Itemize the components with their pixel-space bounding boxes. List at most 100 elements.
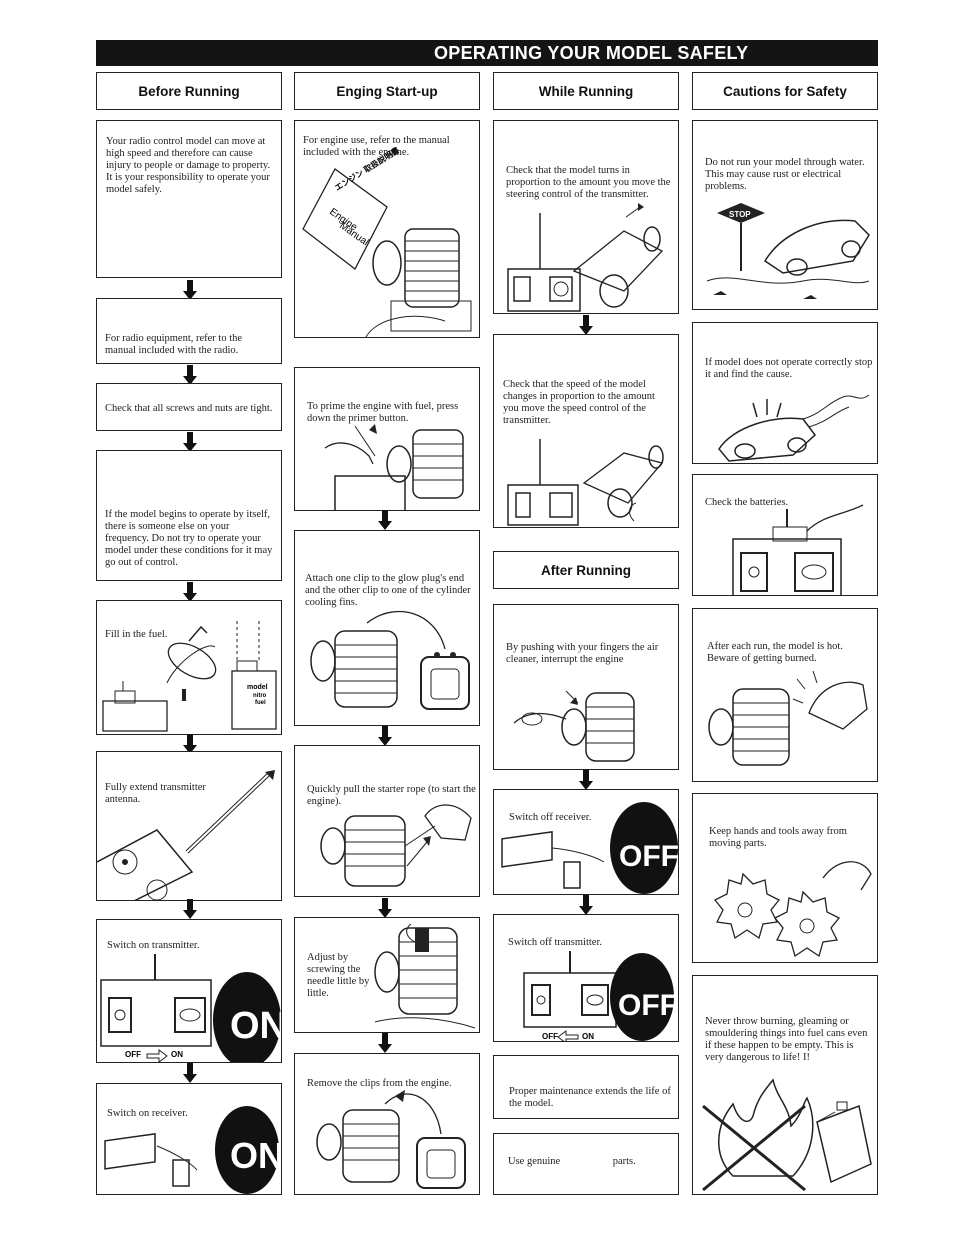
- remove-clips-icon: [316, 1090, 466, 1189]
- step-text: Do not run your model through water. Thi…: [705, 157, 865, 192]
- step-text: Check the batteries.: [705, 497, 789, 508]
- step-startup-5: Adjust by screwing the needle little by …: [294, 917, 480, 1033]
- water-warning-icon: STOP: [706, 203, 870, 299]
- needle-adjust-icon: [374, 923, 476, 1029]
- step-before-6: Fully extend transmitter antenna.: [96, 751, 282, 901]
- step-before-5: Fill in the fuel. model nitro fuel: [96, 600, 282, 735]
- step-before-4: If the model begins to operate by itself…: [96, 450, 282, 581]
- fuel-label: model: [247, 684, 268, 691]
- down-arrow-icon: [183, 365, 197, 385]
- step-text: Use genuine parts.: [508, 1156, 636, 1167]
- down-arrow-icon: [183, 432, 197, 452]
- step-text: For radio equipment, refer to the manual…: [105, 333, 243, 356]
- step-text: Proper maintenance extends the life of t…: [509, 1086, 671, 1109]
- heading-before-running: Before Running: [96, 72, 282, 110]
- step-text: Quickly pull the starter rope (to start …: [307, 784, 476, 807]
- heading-after-running: After Running: [493, 551, 679, 589]
- fuel-label: nitro: [253, 693, 267, 699]
- step-text: Never throw burning, gleaming or smoulde…: [705, 1016, 868, 1063]
- starter-rope-icon: [320, 804, 472, 887]
- transmitter-off-icon: OFF OFF ON: [523, 951, 678, 1041]
- glow-clip-icon: [310, 610, 470, 710]
- step-startup-6: Remove the clips from the engine.: [294, 1053, 480, 1195]
- step-text: Switch off receiver.: [509, 812, 592, 823]
- step-text: Check that the model turns in proportion…: [506, 165, 671, 200]
- down-arrow-icon: [579, 315, 593, 335]
- on-label: ON: [582, 1032, 594, 1041]
- step-text: Fully extend transmitter antenna.: [105, 782, 206, 805]
- down-arrow-icon: [378, 510, 392, 530]
- off-label: OFF: [125, 1050, 141, 1059]
- step-text: Check that all screws and nuts are tight…: [105, 403, 273, 414]
- primer-engine-icon: [324, 424, 464, 510]
- steering-check-icon: [507, 203, 664, 312]
- step-after-4: Proper maintenance extends the life of t…: [493, 1055, 679, 1119]
- moving-gears-icon: [713, 861, 872, 958]
- caution-4: After each run, the model is hot. Beware…: [692, 608, 878, 782]
- off-label: OFF: [619, 840, 679, 873]
- caution-2: If model does not operate correctly stop…: [692, 322, 878, 464]
- step-after-3: Switch off transmitter. OFF OFF ON: [493, 914, 679, 1042]
- receiver-off-icon: OFF: [501, 802, 679, 894]
- step-startup-2: To prime the engine with fuel, press dow…: [294, 367, 480, 511]
- step-startup-4: Quickly pull the starter rope (to start …: [294, 745, 480, 897]
- step-before-1: Your radio control model can move at hig…: [96, 120, 282, 278]
- speed-check-icon: [507, 439, 664, 526]
- step-before-7: Switch on transmitter. ON OFF ON: [96, 919, 282, 1063]
- down-arrow-icon: [183, 1063, 197, 1083]
- on-label: ON: [230, 1005, 282, 1047]
- step-text: Switch off transmitter.: [508, 937, 603, 948]
- malfunction-car-icon: [718, 394, 870, 462]
- down-arrow-icon: [378, 1033, 392, 1053]
- step-text: Check that the speed of the model change…: [503, 379, 655, 426]
- step-before-3: Check that all screws and nuts are tight…: [96, 383, 282, 431]
- on-label: ON: [171, 1050, 183, 1059]
- caution-3: Check the batteries.: [692, 474, 878, 596]
- heading-cautions-for-safety: Cautions for Safety: [692, 72, 878, 110]
- down-arrow-icon: [183, 899, 197, 919]
- step-after-5: Use genuine parts.: [493, 1133, 679, 1195]
- step-text: Switch on receiver.: [107, 1108, 188, 1119]
- step-text: Fill in the fuel.: [105, 629, 168, 640]
- on-label: ON: [230, 1135, 282, 1176]
- step-text: By pushing with your fingers the air cle…: [506, 642, 659, 665]
- step-text: After each run, the model is hot. Beware…: [707, 641, 843, 664]
- step-before-8: Switch on receiver. ON: [96, 1083, 282, 1195]
- battery-check-icon: [732, 504, 864, 595]
- step-after-2: Switch off receiver. OFF: [493, 789, 679, 895]
- step-text: Switch on transmitter.: [107, 940, 200, 951]
- step-after-1: By pushing with your fingers the air cle…: [493, 604, 679, 770]
- transmitter-on-icon: ON OFF ON: [100, 954, 282, 1062]
- caution-5: Keep hands and tools away from moving pa…: [692, 793, 878, 963]
- step-running-2: Check that the speed of the model change…: [493, 334, 679, 528]
- step-startup-1: For engine use, refer to the manual incl…: [294, 120, 480, 338]
- page-title: OPERATING YOUR MODEL SAFELY: [96, 40, 878, 66]
- step-startup-3: Attach one clip to the glow plug's end a…: [294, 530, 480, 726]
- step-text: Adjust by screwing the needle little by …: [307, 952, 370, 999]
- down-arrow-icon: [378, 726, 392, 746]
- down-arrow-icon: [579, 895, 593, 915]
- caution-6: Never throw burning, gleaming or smoulde…: [692, 975, 878, 1195]
- down-arrow-icon: [183, 280, 197, 300]
- step-text: Remove the clips from the engine.: [307, 1078, 452, 1089]
- step-text: Your radio control model can move at hig…: [106, 136, 271, 195]
- manual-title: エンジン 取扱説明書: [333, 145, 401, 193]
- fuel-bottle-icon: model nitro fuel: [102, 621, 277, 732]
- heading-while-running: While Running: [493, 72, 679, 110]
- off-label: OFF: [542, 1032, 558, 1041]
- step-running-1: Check that the model turns in proportion…: [493, 120, 679, 314]
- fuel-label: fuel: [255, 700, 266, 706]
- step-text: For engine use, refer to the manual incl…: [303, 135, 450, 158]
- down-arrow-icon: [579, 770, 593, 790]
- step-text: Attach one clip to the glow plug's end a…: [305, 573, 471, 608]
- step-text: To prime the engine with fuel, press dow…: [307, 401, 459, 424]
- step-text: If model does not operate correctly stop…: [705, 357, 873, 380]
- step-before-2: For radio equipment, refer to the manual…: [96, 298, 282, 364]
- off-label: OFF: [618, 989, 678, 1022]
- hot-engine-icon: [708, 670, 868, 766]
- down-arrow-icon: [183, 582, 197, 602]
- step-text: If the model begins to operate by itself…: [105, 509, 273, 568]
- engine-manual-icon: エンジン 取扱説明書 Engine Manual: [302, 145, 472, 337]
- transmitter-antenna-icon: [97, 770, 275, 900]
- no-fire-icon: [702, 1078, 872, 1192]
